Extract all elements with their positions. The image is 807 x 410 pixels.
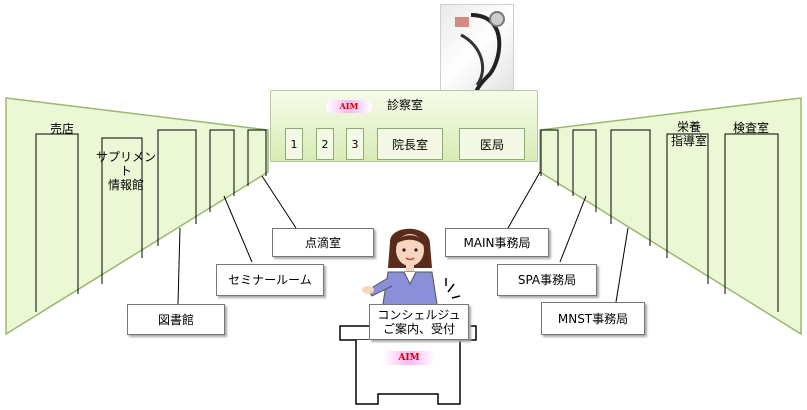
left-room-3 [157, 129, 197, 246]
room-2: 2 [316, 128, 334, 160]
aim-logo-desk: AIM [383, 351, 435, 365]
left-room-5 [247, 129, 267, 186]
callout-concierge: コンシェルジュ ご案内、受付 [369, 304, 469, 340]
left-room-4 [209, 129, 235, 212]
right-room-5 [724, 133, 779, 312]
callout-seminar-room: セミナールーム [216, 264, 324, 296]
room-director: 院長室 [377, 128, 443, 160]
aim-logo-header: AIM [326, 100, 372, 113]
room-3: 3 [346, 128, 364, 160]
right-room-1 [540, 129, 559, 186]
pointer-seminar [223, 195, 253, 263]
right-room-3 [610, 129, 651, 246]
callout-mnst-office: MNST事務局 [541, 302, 645, 335]
room-supplement-label: サプリメント 情報館 [95, 150, 156, 192]
left-room-2 [101, 137, 143, 284]
room-lab-label: 検査室 [732, 121, 769, 135]
right-room-4 [666, 133, 709, 284]
callout-spa-office: SPA事務局 [497, 264, 597, 296]
pointer-spa-office [559, 195, 587, 263]
room-1: 1 [285, 128, 303, 160]
callout-main-office: MAIN事務局 [445, 228, 549, 257]
room-shop-label: 売店 [49, 122, 74, 136]
room-medical-office: 医局 [459, 128, 525, 160]
pointer-library [177, 227, 181, 305]
receptionist-illustration [362, 228, 461, 311]
left-room-1 [35, 133, 79, 312]
room-nutrition-label: 栄養 指導室 [670, 120, 707, 148]
callout-library: 図書館 [127, 304, 225, 335]
pointer-mnst-office [615, 227, 629, 303]
pointer-main-office [507, 171, 541, 229]
examination-room-label: 診察室 [386, 98, 423, 112]
left-wing [5, 97, 269, 336]
callout-infusion-room: 点滴室 [272, 228, 374, 257]
pointer-infusion [261, 175, 297, 229]
right-room-2 [572, 129, 597, 212]
